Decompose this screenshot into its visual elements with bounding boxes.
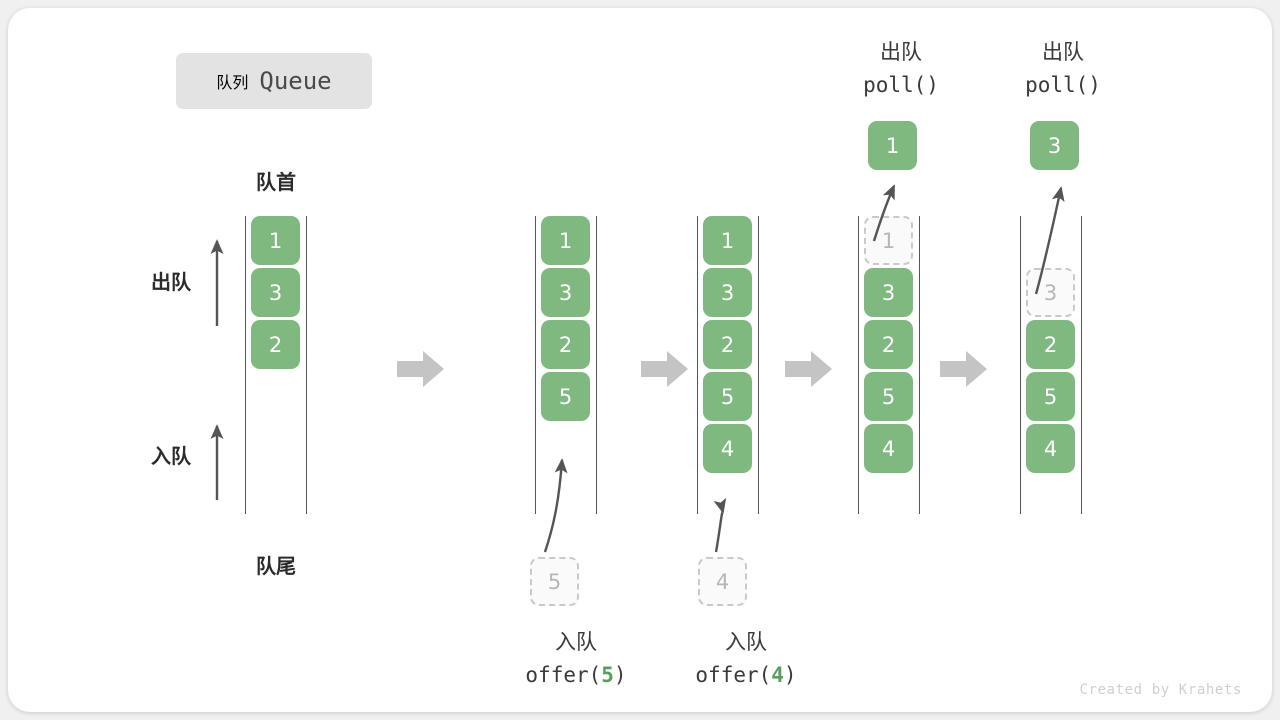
title-en: Queue — [259, 67, 332, 95]
queue-cell-after-offer-4-4: 4 — [703, 424, 752, 473]
enqueue-side-label: 入队 — [151, 444, 191, 468]
operation-cn-offer-5: 入队 — [555, 630, 597, 654]
queue-cell-after-poll-3-3: 5 — [1026, 372, 1075, 421]
title-cn: 队列 — [216, 75, 249, 92]
operation-label-offer-5: 入队 offer(5) — [466, 626, 686, 691]
operation-label-poll-2: 出队 poll() — [968, 36, 1158, 101]
incoming-cell-4: 4 — [698, 557, 747, 606]
queue-cell-initial-0: 1 — [251, 216, 300, 265]
incoming-cell-5: 5 — [530, 557, 579, 606]
queue-cell-after-poll-3-4: 4 — [1026, 424, 1075, 473]
queue-cell-initial-1: 3 — [251, 268, 300, 317]
queue-cell-after-poll-3-1: 3 — [1026, 268, 1075, 317]
queue-cell-after-poll-1-1: 3 — [864, 268, 913, 317]
queue-cell-initial-2: 2 — [251, 320, 300, 369]
queue-cell-after-offer-5-1: 3 — [541, 268, 590, 317]
operation-code-offer-5: offer(5) — [466, 659, 686, 692]
title-badge: 队列 Queue — [176, 53, 372, 109]
queue-rail-after-poll-1 — [858, 216, 920, 514]
queue-rail-initial — [245, 216, 307, 514]
queue-cell-after-offer-4-0: 1 — [703, 216, 752, 265]
operation-label-poll-1: 出队 poll() — [806, 36, 996, 101]
queue-cell-after-offer-4-1: 3 — [703, 268, 752, 317]
step-arrow-4 — [940, 349, 988, 389]
operation-cn-poll-1: 出队 — [880, 40, 922, 64]
queue-cell-after-offer-4-2: 2 — [703, 320, 752, 369]
queue-rail-after-offer-4 — [697, 216, 759, 514]
outgoing-cell-3: 3 — [1030, 121, 1080, 170]
operation-cn-poll-2: 出队 — [1042, 40, 1084, 64]
rear-label: 队尾 — [256, 554, 296, 578]
queue-cell-after-poll-1-2: 2 — [864, 320, 913, 369]
watermark: Created by Krahets — [1079, 682, 1242, 698]
queue-cell-after-offer-5-0: 1 — [541, 216, 590, 265]
outgoing-cell-3: 3 — [1030, 121, 1079, 170]
queue-cell-after-poll-3-2: 2 — [1026, 320, 1075, 369]
operation-code-poll-1: poll() — [863, 72, 939, 97]
code-suffix: ) — [783, 662, 797, 687]
queue-cell-after-poll-1-0: 1 — [864, 216, 913, 265]
outgoing-cell-1: 1 — [868, 121, 917, 170]
queue-rail-after-offer-5 — [535, 216, 597, 514]
code-suffix: ) — [613, 662, 627, 687]
operation-label-offer-4: 入队 offer(4) — [636, 626, 856, 691]
outgoing-cell-1: 1 — [868, 121, 918, 170]
code-prefix: offer( — [525, 662, 602, 687]
code-prefix: offer( — [695, 662, 772, 687]
queue-cell-after-offer-5-3: 5 — [541, 372, 590, 421]
queue-rail-after-poll-3 — [1020, 216, 1082, 514]
operation-cn-offer-4: 入队 — [725, 630, 767, 654]
dequeue-side-label: 出队 — [151, 270, 191, 294]
code-arg: 5 — [601, 662, 614, 687]
operation-code-offer-4: offer(4) — [636, 659, 856, 692]
queue-cell-after-poll-1-3: 5 — [864, 372, 913, 421]
queue-cell-after-poll-1-4: 4 — [864, 424, 913, 473]
enqueue-arrow-4 — [713, 497, 727, 553]
step-arrow-1 — [397, 349, 445, 389]
queue-cell-after-offer-5-2: 2 — [541, 320, 590, 369]
operation-code-poll-2: poll() — [1025, 72, 1101, 97]
incoming-cell-4: 4 — [698, 557, 748, 606]
step-arrow-2 — [641, 349, 689, 389]
arrow-overlay — [210, 184, 1065, 553]
front-label: 队首 — [256, 170, 296, 194]
incoming-cell-5: 5 — [530, 557, 580, 606]
step-arrow-3 — [785, 349, 833, 389]
code-arg: 4 — [771, 662, 784, 687]
queue-cell-after-offer-4-3: 5 — [703, 372, 752, 421]
